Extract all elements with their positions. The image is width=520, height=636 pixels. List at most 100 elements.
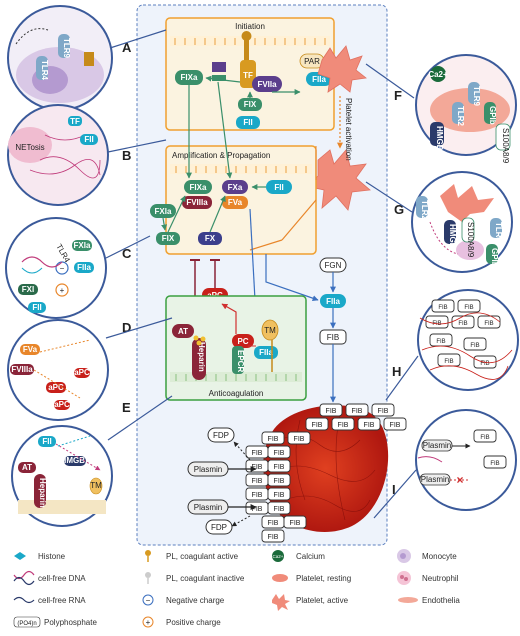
initiation-title: Initiation: [235, 22, 265, 31]
tm-label: TM: [264, 326, 276, 335]
tlr2-label-g: TLR2: [420, 200, 429, 221]
pc-pill: [232, 334, 254, 348]
fii-label-b: FII: [84, 135, 93, 144]
fviia-label: FVIIa: [257, 80, 277, 89]
fxi-pill-c: [18, 284, 38, 295]
svg-text:FIB: FIB: [490, 461, 499, 467]
tf-complex: [240, 60, 256, 88]
plasmin1-label: Plasmin: [194, 465, 222, 474]
par-label: PAR: [304, 57, 320, 66]
membrane-init: [170, 36, 330, 46]
at-label-e: AT: [22, 463, 32, 472]
anticoagulation-title: Anticoagulation: [209, 389, 264, 398]
tlr4-pill-a: [36, 56, 48, 80]
svg-text:FIB: FIB: [444, 359, 453, 365]
platelet-resting-icon: [272, 574, 288, 582]
legend-label: Endothelia: [422, 596, 460, 605]
circle-b: NETosis FII TF: [7, 104, 109, 206]
s100-label-g: S100A8/9: [466, 222, 475, 258]
pl-active-icon: [145, 550, 151, 562]
svg-text:FIB: FIB: [464, 305, 473, 311]
tf-pill-b: [68, 116, 82, 126]
fxa-amp-pill: [222, 180, 248, 194]
tlr4-label-g: TLR4: [494, 222, 503, 243]
apc-label-d3: aPC: [54, 400, 70, 409]
tlr2-pill-f: [452, 102, 464, 124]
svg-text:FIB: FIB: [274, 492, 285, 499]
platelet-active-icon: [272, 594, 290, 611]
fib-box: FIB: [283, 515, 307, 529]
fib-box: FIB: [245, 501, 269, 515]
fviiia-pill-d: [10, 364, 34, 375]
fiia-mid-label: FIIa: [326, 297, 340, 306]
fiia-anti-label: FIIa: [259, 348, 273, 357]
fib-mid-label: FIB: [327, 333, 339, 342]
polyp-icon: (PO4)n: [13, 616, 41, 628]
heparin-label-e: Heparin: [38, 478, 47, 508]
panel-letter-c: C: [122, 246, 132, 261]
fva-label: FVa: [228, 198, 243, 207]
circle-a: TLR9 TLR4: [7, 5, 113, 111]
legend-label: Calcium: [296, 552, 325, 561]
svg-text:FIB: FIB: [268, 534, 279, 541]
fib-box: FIB: [357, 417, 381, 431]
tf-stem: [244, 34, 249, 64]
svg-text:FIB: FIB: [274, 478, 285, 485]
tm-shape-e: [89, 477, 103, 495]
svg-text:+: +: [60, 286, 65, 295]
tlr9-pill-f: [468, 82, 480, 104]
svg-text:FIB: FIB: [470, 343, 479, 349]
svg-text:FIB: FIB: [338, 422, 349, 429]
fib-box: FIB: [245, 473, 269, 487]
epcr-label: EPCR: [236, 350, 245, 372]
fdp2-pill: [205, 519, 233, 535]
fii-pill-b: [80, 134, 98, 145]
legend-label: Histone: [38, 552, 66, 561]
legend-item-positive: +Positive charge: [142, 616, 221, 628]
fib-box-h: FIB: [429, 333, 453, 347]
fiia-top-label: FIIa: [312, 75, 326, 84]
fixa-amp-label: FIXa: [190, 183, 207, 192]
svg-text:FIB: FIB: [252, 464, 263, 471]
tm-label-e: TM: [90, 481, 102, 490]
fib-box-h: FIB: [437, 353, 461, 367]
panel-letter-d: D: [122, 320, 131, 335]
monocyte-icon: [397, 549, 411, 563]
circle-f: Ca2+ TLR9 GPIb TLR2 HMGB1 S100A8/9: [415, 54, 517, 164]
initiation-box: Initiation TF FVIIa FIXa FIX: [165, 17, 335, 131]
legend-label: Negative charge: [166, 596, 225, 605]
hmgb1-pill-f: [430, 122, 444, 146]
neutrophil-icon: [397, 571, 411, 585]
svg-text:FIB: FIB: [390, 422, 401, 429]
fii-pill-c: [28, 302, 46, 313]
amplification-title: Amplification & Propagation: [172, 151, 270, 160]
legend-label: Polyphosphate: [44, 618, 97, 627]
panel-letter-g: G: [394, 202, 404, 217]
fixa-init-label: FIXa: [181, 73, 198, 82]
legend-item-monocyte: Monocyte: [397, 549, 457, 563]
svg-text:FIB: FIB: [294, 436, 305, 443]
fx-amp-label: FX: [205, 234, 216, 243]
panel-letter-i: I: [392, 482, 396, 497]
at-pill-e: [18, 462, 36, 473]
svg-text:FIB: FIB: [252, 506, 263, 513]
fdp1-pill: [207, 427, 235, 443]
legend-item-neutrophil: Neutrophil: [397, 571, 459, 585]
legend-label: PL, coagulant inactive: [166, 574, 245, 583]
hmgb1-pill-g: [444, 220, 456, 244]
fib-box-i: FIB: [483, 455, 507, 469]
legend-item-negative: −Negative charge: [142, 594, 225, 606]
fib-box: FIB: [267, 473, 291, 487]
hmgb1-label-f: HMGB1: [435, 126, 444, 155]
svg-text:−: −: [60, 264, 65, 273]
plasmin-label-i1: Plasmin: [423, 441, 451, 450]
legend-item-pl-active: PL, coagulant active: [145, 550, 239, 562]
s100-pill-f: [495, 123, 511, 151]
svg-text:Ca2+: Ca2+: [273, 554, 284, 559]
tf-label: TF: [243, 71, 253, 80]
fviiia-label-d: FVIIIa: [11, 365, 33, 374]
fii-amp-pill: [266, 180, 292, 194]
